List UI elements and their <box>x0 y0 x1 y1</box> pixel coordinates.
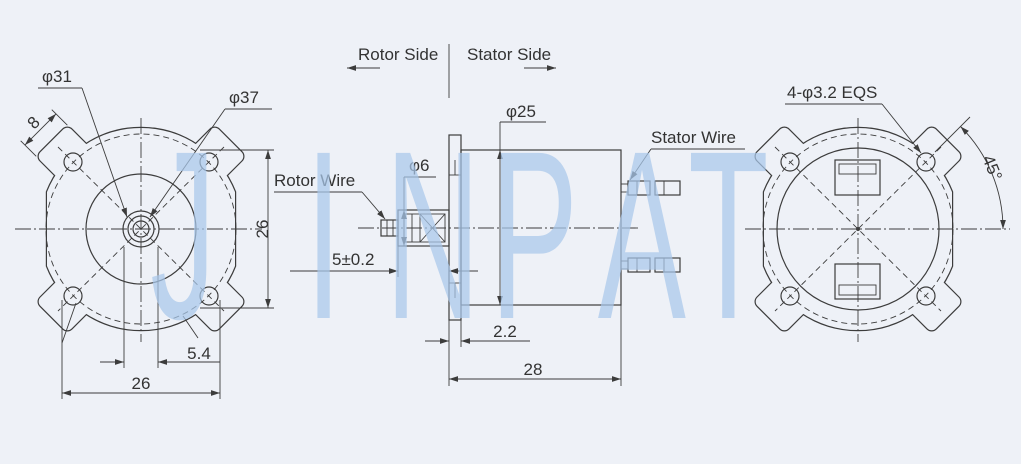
total-length-label: 28 <box>524 360 543 379</box>
extension-line <box>934 116 971 153</box>
pitch-circle-label: φ31 <box>42 67 72 86</box>
dimension-line <box>24 113 57 146</box>
rear-view: 4-φ3.2 EQS 45° <box>745 83 1010 342</box>
leader-line <box>149 108 226 218</box>
watermark-logo: JINPAT <box>150 102 769 370</box>
stator-wire-connector <box>627 180 651 196</box>
rotor-wire-label: Rotor Wire <box>274 171 355 190</box>
front-view: 8 φ31 φ37 26 5.4 26 <box>15 67 274 399</box>
stator-wire-connector <box>627 257 651 273</box>
leader-line <box>361 191 386 220</box>
terminal-block-bottom <box>834 263 881 300</box>
leader-line <box>881 103 922 154</box>
leader-line <box>629 148 652 181</box>
rear-diagonal-line <box>774 146 942 312</box>
leader-line <box>81 87 128 218</box>
center-offset-label: 5.4 <box>187 344 211 363</box>
terminal-block-top-inner <box>838 163 877 175</box>
stator-wire-plug <box>654 257 681 273</box>
stator-wire-label: Stator Wire <box>651 128 736 147</box>
rear-diagonal-line <box>774 146 942 312</box>
stator-housing <box>460 149 622 306</box>
leader-line <box>61 302 77 344</box>
hole-angle-label: 45° <box>978 152 1005 183</box>
ear-width-label: 8 <box>24 113 44 133</box>
leader-line <box>182 315 199 339</box>
stator-side-label: Stator Side <box>467 45 551 64</box>
terminal-block-bottom-inner <box>838 284 877 296</box>
extension-line <box>51 109 68 126</box>
side-view: Rotor Side Stator Side Ro <box>274 44 745 386</box>
extension-line <box>20 140 37 157</box>
width-label: 26 <box>132 374 151 393</box>
outer-diameter-label: φ37 <box>229 88 259 107</box>
body-diameter-label: φ25 <box>506 102 536 121</box>
rear-center-point <box>856 227 860 231</box>
terminal-block-top <box>834 159 881 196</box>
rotor-side-label: Rotor Side <box>358 45 438 64</box>
front-diagonal-line <box>57 146 225 312</box>
shaft-length-label: 5±0.2 <box>332 250 374 269</box>
stator-wire-plug <box>654 180 681 196</box>
height-label: 26 <box>253 220 272 239</box>
flange-thickness-label: 2.2 <box>493 322 517 341</box>
shaft-diameter-label: φ6 <box>409 156 429 175</box>
front-diagonal-line <box>57 146 225 312</box>
angle-dimension-arc <box>960 126 1006 230</box>
mounting-holes-label: 4-φ3.2 EQS <box>787 83 877 102</box>
